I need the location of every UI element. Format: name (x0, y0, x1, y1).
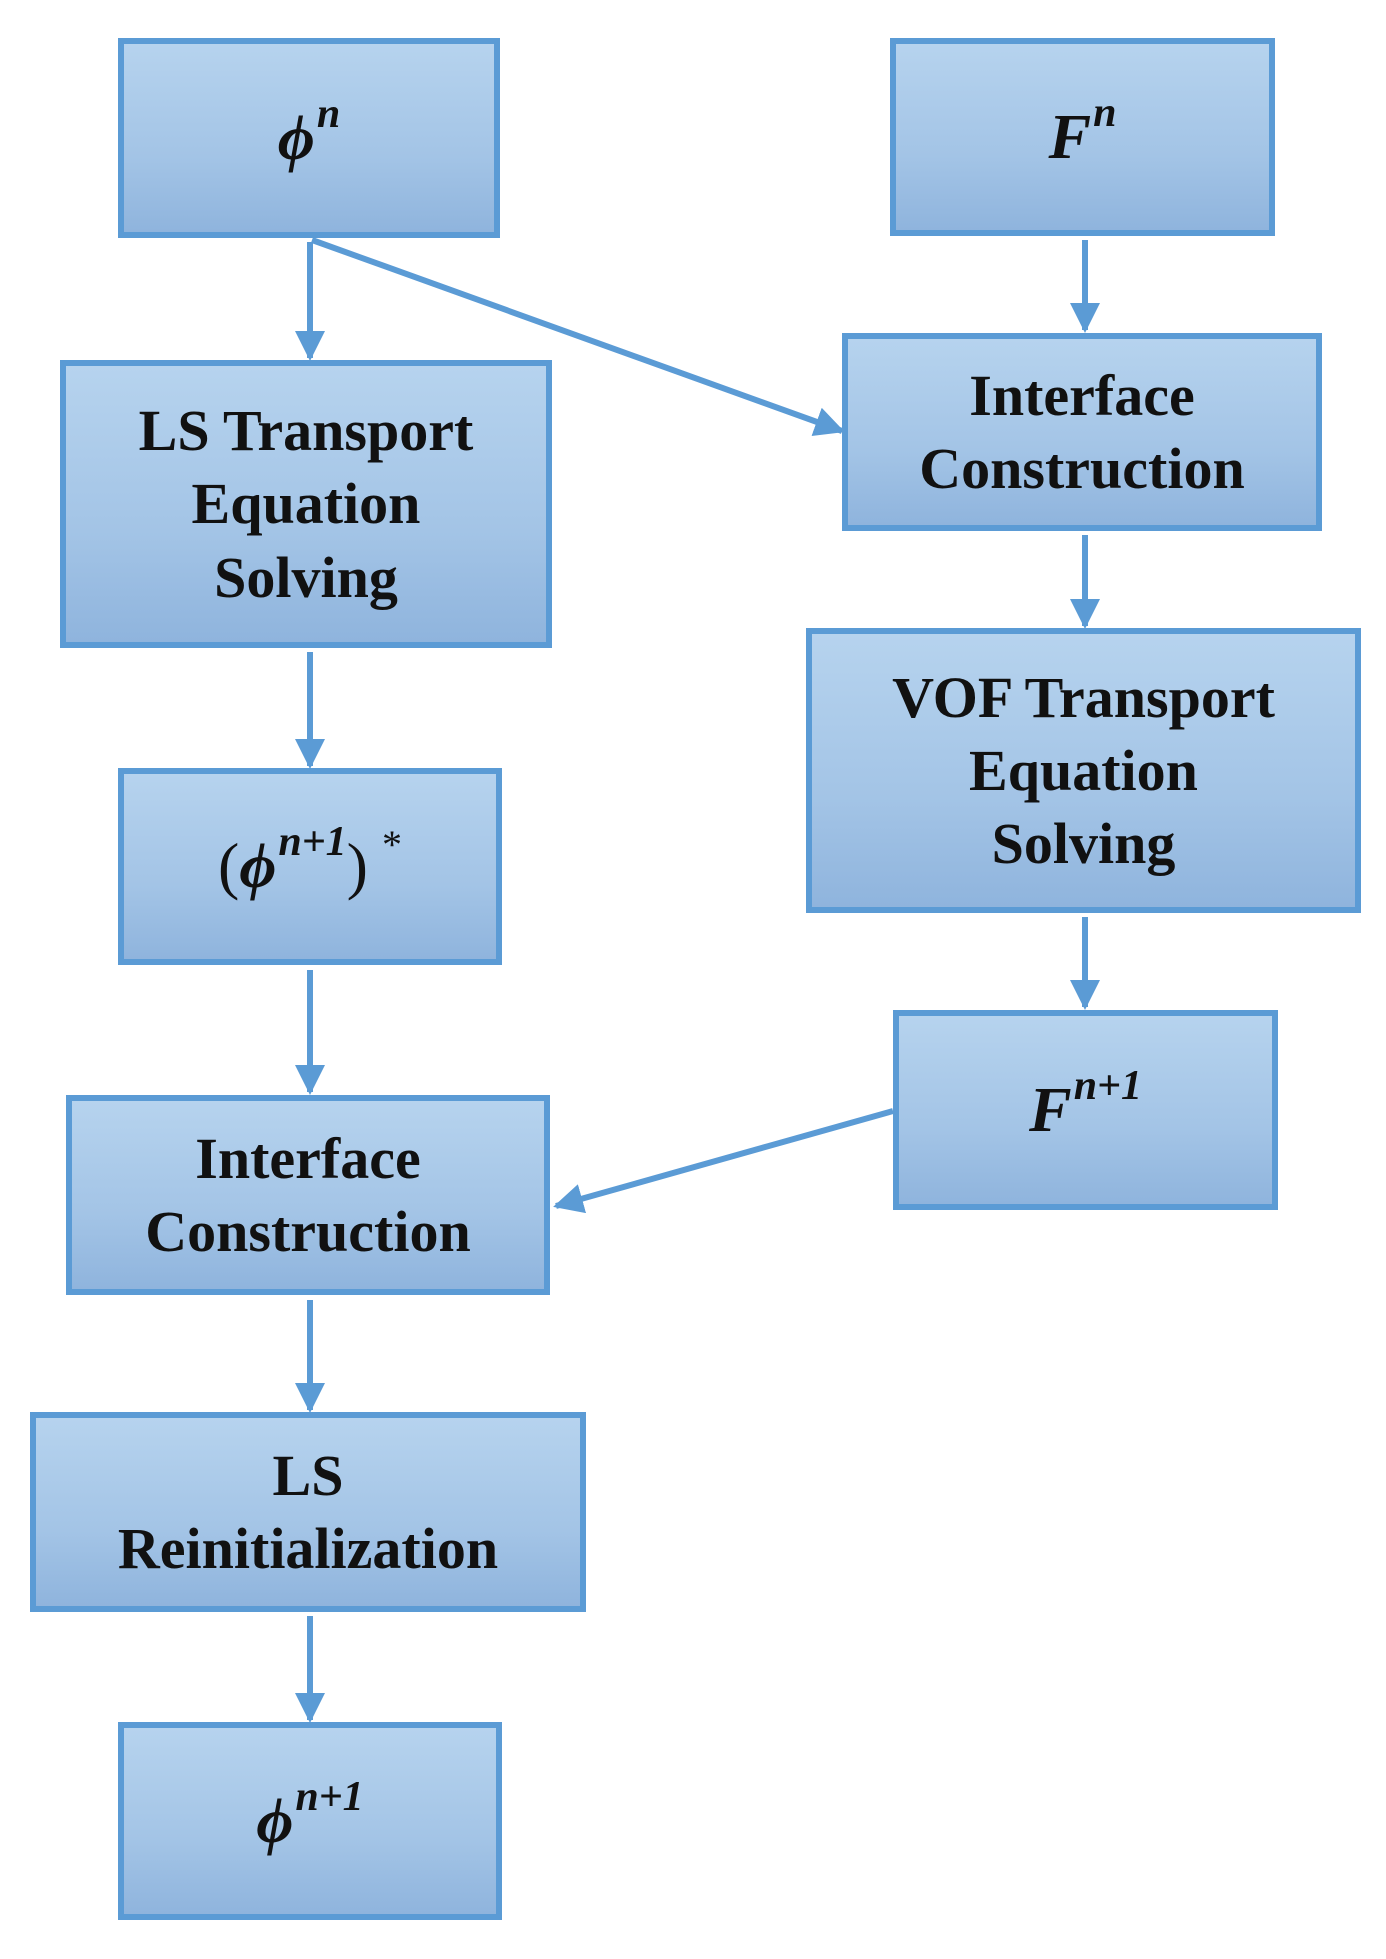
ls-reinit-box: LS Reinitialization (30, 1412, 586, 1612)
f-n1-superscript: n+1 (1073, 1062, 1142, 1109)
interface-construction-left-box: Interface Construction (66, 1095, 550, 1295)
phi-star-close-paren: ) (346, 830, 368, 902)
interface-construction-right-box: Interface Construction (842, 333, 1322, 531)
phi-n-symbol: ϕ (277, 101, 315, 173)
arrow-f-n1-to-interface-construction-left (553, 1108, 894, 1214)
ls-transport-line-2: Equation (191, 471, 421, 537)
phi-star-symbol: ϕ (239, 830, 277, 902)
phi-star-superscript: n+1 (278, 819, 347, 866)
f-n-symbol: F (1048, 100, 1092, 172)
f-n-superscript: n (1093, 89, 1117, 136)
arrow-phi-n-to-interface-construction-right (310, 237, 845, 436)
phi-star-asterisk: * (381, 822, 402, 868)
phi-n1-superscript: n+1 (295, 1773, 364, 1820)
ls-reinit-line-1: LS (272, 1442, 344, 1508)
phi-n1-symbol: ϕ (256, 1784, 294, 1856)
vof-transport-box: VOF Transport Equation Solving (806, 628, 1361, 913)
interface-construction-right-line-2: Construction (919, 436, 1245, 501)
vof-transport-line-1: VOF Transport (892, 664, 1275, 730)
interface-construction-right-line-1: Interface (969, 362, 1195, 428)
ls-transport-line-3: Solving (214, 544, 398, 610)
f-n1-symbol: F (1029, 1073, 1072, 1145)
ls-transport-line-1: LS Transport (138, 398, 474, 464)
interface-construction-left-line-2: Construction (145, 1199, 471, 1264)
ls-transport-box: LS Transport Equation Solving (60, 360, 552, 648)
phi-star-open-paren: ( (218, 830, 240, 902)
interface-construction-left-line-1: Interface (195, 1125, 421, 1191)
vof-transport-line-3: Solving (991, 811, 1176, 877)
phi-n-superscript: n (316, 90, 341, 137)
vof-transport-line-2: Equation (969, 737, 1198, 803)
ls-reinit-line-2: Reinitialization (117, 1516, 499, 1581)
